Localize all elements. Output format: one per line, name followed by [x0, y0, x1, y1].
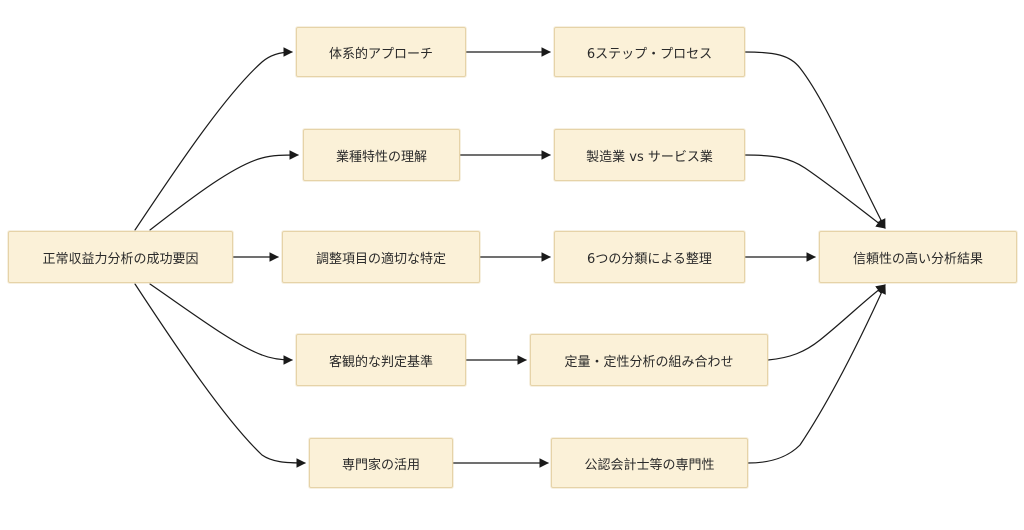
detail-label-2: 製造業 vs サービス業: [586, 149, 713, 165]
edge-root-to-factor-4: [149, 283, 293, 365]
factor-label-3: 調整項目の適切な特定: [315, 251, 446, 267]
detail-label-1: 6ステップ・プロセス: [586, 46, 713, 62]
detail-node-2: 製造業 vs サービス業: [554, 129, 745, 181]
factor-node-4: 客観的な判定基準: [296, 334, 466, 386]
edge-root-to-factor-5: [134, 283, 306, 468]
edge-root-to-factor-1: [134, 47, 293, 231]
factor-label-1: 体系的アプローチ: [328, 46, 433, 62]
detail-label-3: 6つの分類による整理: [587, 251, 712, 267]
result-label: 信頼性の高い分析結果: [852, 251, 983, 267]
detail-node-1: 6ステップ・プロセス: [554, 27, 745, 77]
factor-node-1: 体系的アプローチ: [296, 27, 466, 77]
factor-label-4: 客観的な判定基準: [328, 354, 433, 370]
result-node: 信頼性の高い分析結果: [819, 231, 1017, 283]
root-node: 正常収益力分析の成功要因: [8, 231, 233, 283]
edge-detail-2-to-result: [744, 154, 886, 229]
detail-node-3: 6つの分類による整理: [554, 231, 745, 283]
edge-detail-1-to-result: [744, 51, 886, 229]
edge-detail-5-to-result: [747, 284, 886, 464]
root-label: 正常収益力分析の成功要因: [42, 251, 199, 267]
detail-node-4: 定量・定性分析の組み合わせ: [530, 334, 768, 386]
factor-node-2: 業種特性の理解: [303, 129, 460, 181]
detail-label-4: 定量・定性分析の組み合わせ: [564, 354, 734, 370]
detail-label-5: 公認会計士等の専門性: [584, 457, 715, 473]
factor-node-5: 専門家の活用: [309, 438, 453, 488]
edge-root-to-factor-2: [149, 150, 299, 231]
factor-label-2: 業種特性の理解: [335, 149, 427, 165]
edge-detail-4-to-result: [767, 284, 886, 361]
factor-label-5: 専門家の活用: [341, 457, 420, 473]
factor-node-3: 調整項目の適切な特定: [282, 231, 480, 283]
detail-node-5: 公認会計士等の専門性: [551, 438, 748, 488]
